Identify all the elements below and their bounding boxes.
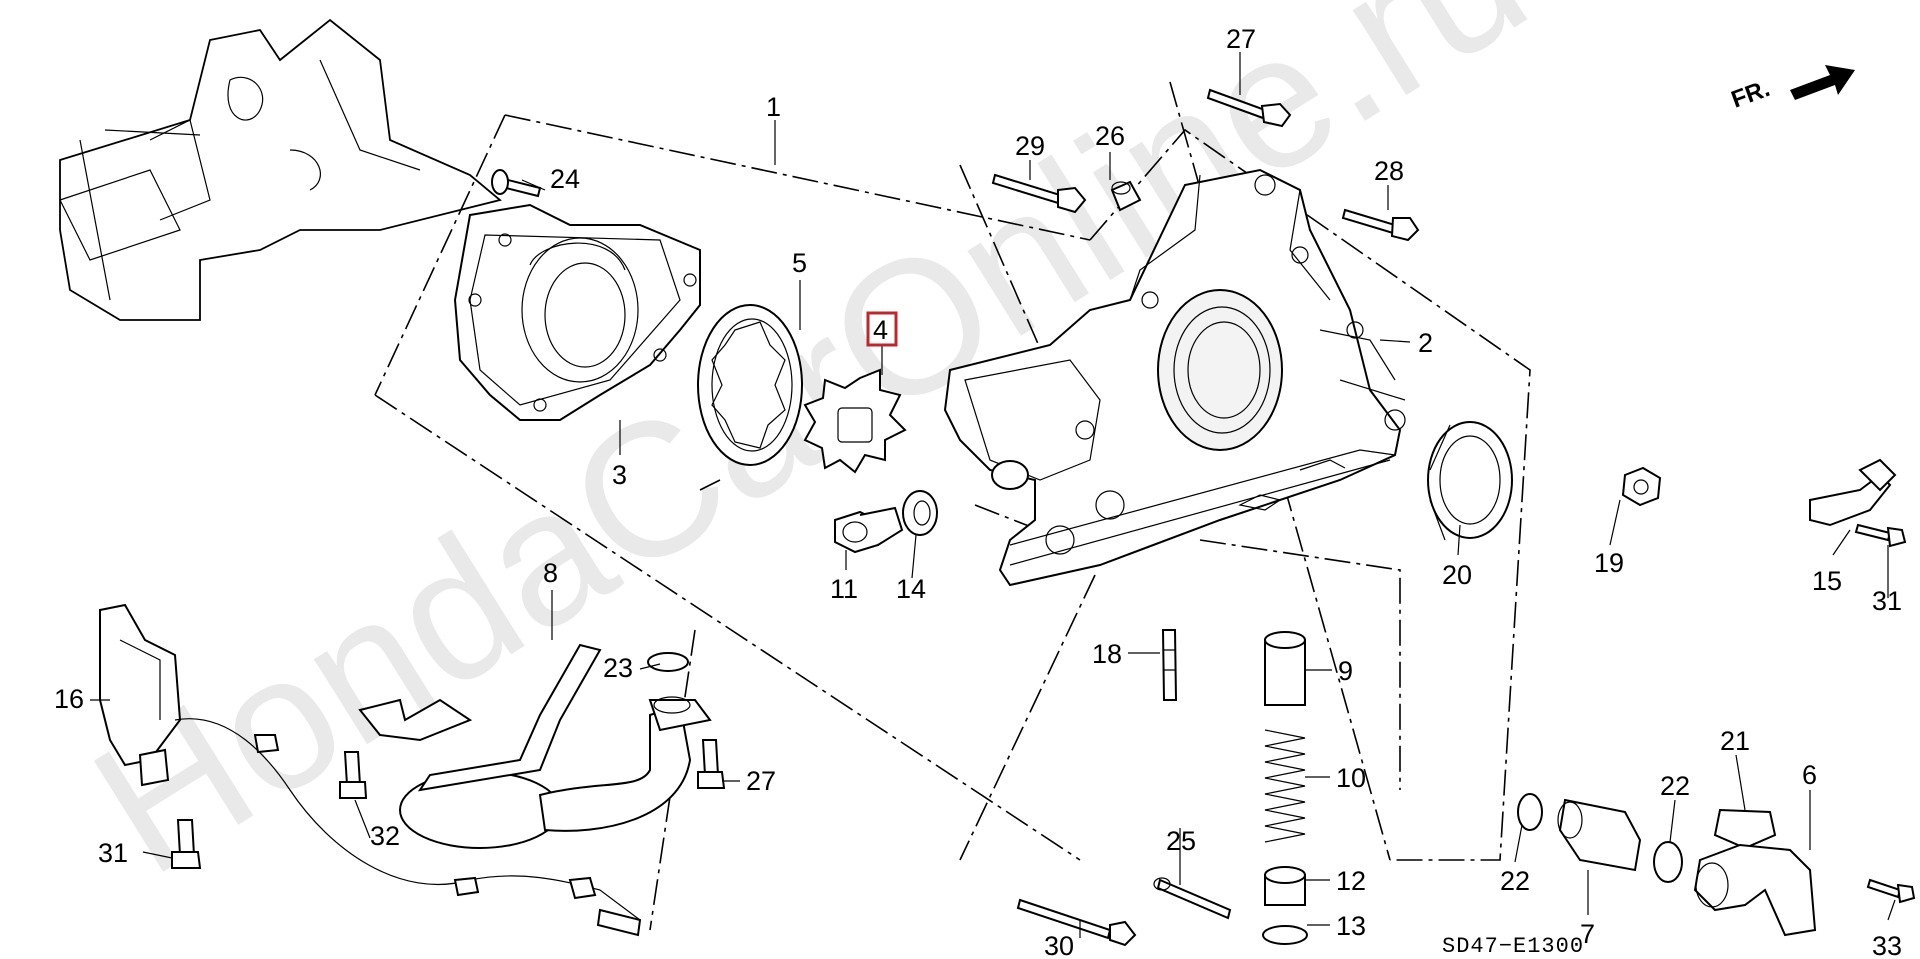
callout-25[interactable]: 25 [1166,826,1196,856]
front-direction-indicator: FR. [1728,65,1855,114]
relief-valve[interactable] [1264,631,1306,706]
bolt-32[interactable] [339,751,368,799]
bolt-27-lower[interactable] [697,739,726,789]
assembly-boundary-lines [374,81,1531,931]
bolt-31-right[interactable] [1854,523,1907,548]
stud-18[interactable] [1161,629,1178,701]
callout-4[interactable]: 4 [873,315,888,345]
bolt-31-left[interactable] [171,819,202,869]
callout-2[interactable]: 2 [1418,328,1433,358]
callout-18[interactable]: 18 [1092,639,1122,669]
bracket-clip[interactable] [1809,458,1897,527]
callout-29[interactable]: 29 [1015,131,1045,161]
callout-14[interactable]: 14 [896,574,926,604]
callout-12[interactable]: 12 [1336,866,1366,896]
bolt-33[interactable] [1866,878,1916,904]
front-label: FR. [1728,75,1774,114]
callout-10[interactable]: 10 [1336,763,1366,793]
callout-23[interactable]: 23 [603,653,633,683]
callout-30[interactable]: 30 [1044,931,1074,959]
oil-pressure-switch[interactable] [99,603,182,787]
engine-block-outline [59,18,502,321]
bolt-30[interactable] [1016,898,1137,947]
callout-22a[interactable]: 22 [1500,866,1530,896]
plug-bolt[interactable] [834,506,904,554]
callout-5[interactable]: 5 [792,248,807,278]
strainer-bracket[interactable] [358,698,473,742]
oil-strainer[interactable] [399,643,712,849]
oil-seal[interactable] [1427,421,1513,541]
callout-3[interactable]: 3 [612,460,627,490]
callout-labels: 1 2 3 4 5 6 7 8 9 10 11 12 13 14 15 16 1… [54,24,1902,959]
bolt-27-top[interactable] [1206,88,1292,128]
callout-21[interactable]: 21 [1720,726,1750,756]
sealing-washer[interactable] [902,490,938,536]
callout-24[interactable]: 24 [550,164,580,194]
inner-rotor[interactable] [803,368,907,474]
callout-20[interactable]: 20 [1442,560,1472,590]
callout-8[interactable]: 8 [543,558,558,588]
callout-11[interactable]: 11 [830,574,858,604]
oil-pump-body[interactable] [943,168,1406,587]
pump-cover-plate[interactable] [453,203,701,421]
callout-28[interactable]: 28 [1374,156,1404,186]
o-ring-21[interactable] [1713,808,1777,850]
relief-valve-spring[interactable] [1264,729,1306,843]
bolt-24[interactable] [491,169,542,198]
callout-31b[interactable]: 31 [98,838,128,868]
highlight-box [866,311,898,347]
sensor-wire[interactable] [174,718,642,937]
callout-31a[interactable]: 31 [1872,586,1902,616]
outer-rotor[interactable] [697,304,803,466]
o-ring-13[interactable] [1262,925,1308,945]
callout-27a[interactable]: 27 [1226,24,1256,54]
callout-16[interactable]: 16 [54,684,84,714]
leader-lines [90,52,1896,938]
bolt-28[interactable] [1341,208,1420,242]
bolt-29[interactable] [991,173,1087,214]
water-outlet-6[interactable] [1693,843,1817,937]
callout-6[interactable]: 6 [1802,760,1817,790]
callout-13[interactable]: 13 [1336,911,1366,941]
sealing-bolt-12[interactable] [1264,866,1306,906]
callout-1[interactable]: 1 [766,92,781,122]
callout-32[interactable]: 32 [370,821,400,851]
o-ring-22a[interactable] [1517,793,1543,831]
o-ring-23[interactable] [647,652,689,672]
callout-26[interactable]: 26 [1095,121,1125,151]
o-ring-22b[interactable] [1653,841,1683,883]
drawing-code: SD47−E1300 [1442,934,1584,959]
front-arrow-icon [1790,65,1855,100]
joint-pipe[interactable] [1557,798,1642,872]
callout-7[interactable]: 7 [1580,919,1595,949]
cotter-pin[interactable] [1153,877,1232,920]
callout-9[interactable]: 9 [1338,656,1353,686]
callout-27b[interactable]: 27 [746,766,776,796]
callout-22b[interactable]: 22 [1660,771,1690,801]
callout-15[interactable]: 15 [1812,566,1842,596]
dowel-pin-26[interactable] [1110,180,1142,212]
callout-33[interactable]: 33 [1872,931,1902,959]
callout-19[interactable]: 19 [1594,548,1624,578]
flange-nut[interactable] [1621,466,1662,507]
